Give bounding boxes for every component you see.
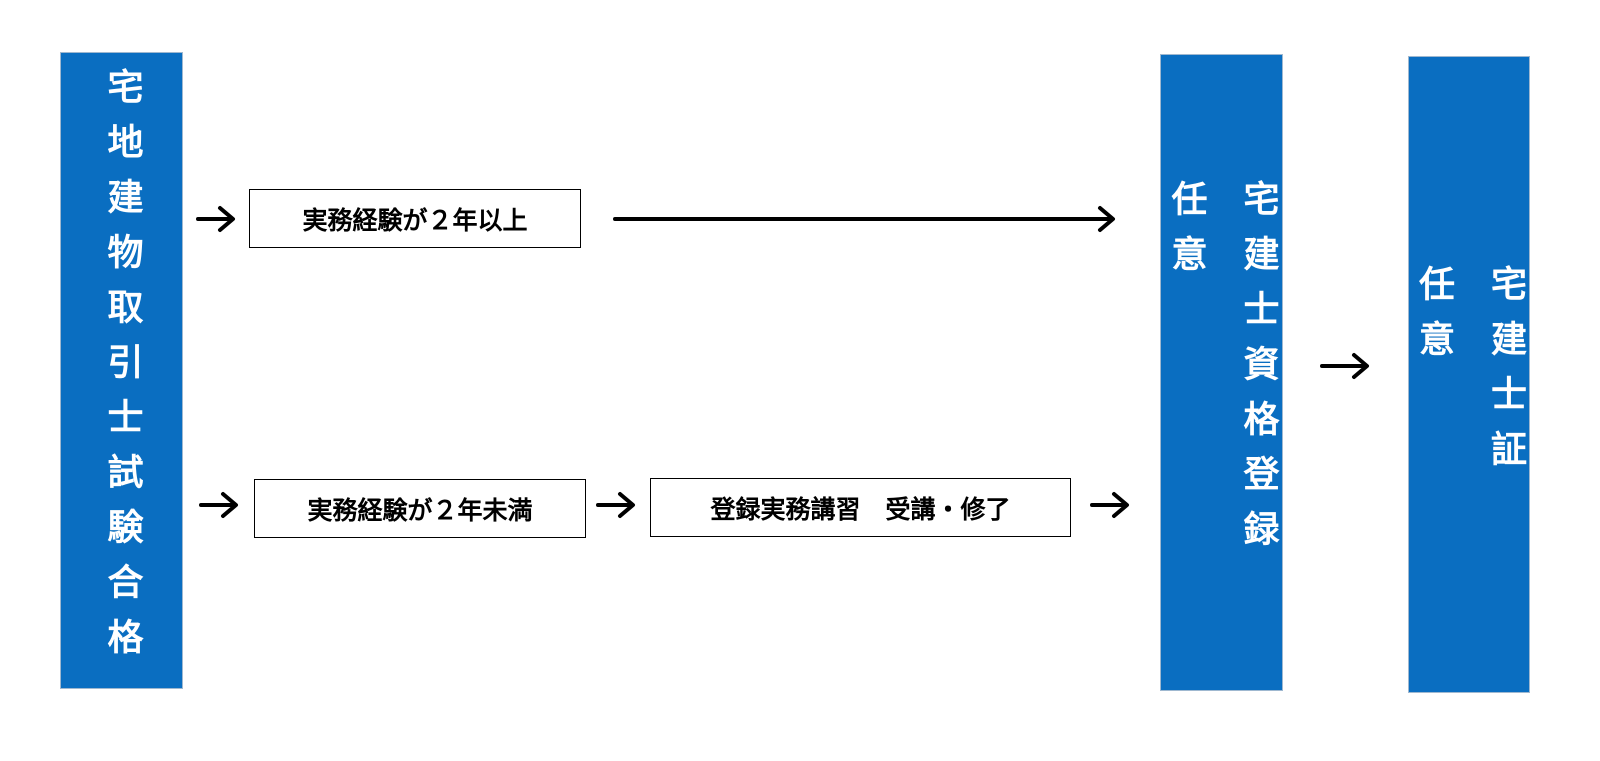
arrow-experience-over-to-registration <box>613 206 1115 232</box>
experience-over-2-years-box: 実務経験が２年以上 <box>249 189 581 248</box>
arrow-to-experience-over <box>196 206 235 232</box>
registration-course-label: 登録実務講習 受講・修了 <box>710 494 1011 524</box>
certificate-bar: 宅建士証 任意 <box>1408 56 1530 693</box>
registration-bar: 宅建士資格登録 任意 <box>1160 54 1283 691</box>
registration-label: 宅建士資格登録 任意 <box>1165 180 1279 565</box>
arrow-to-experience-under <box>199 492 238 518</box>
exam-pass-bar: 宅地建物取引士試験合格 <box>60 52 183 689</box>
certificate-label: 宅建士証 任意 <box>1413 264 1526 485</box>
arrow-registration-to-certificate <box>1320 353 1369 379</box>
arrow-course-to-registration <box>1090 492 1129 518</box>
exam-pass-label: 宅地建物取引士試験合格 <box>101 68 143 673</box>
experience-under-label: 実務経験が２年未満 <box>307 495 533 525</box>
experience-over-label: 実務経験が２年以上 <box>302 205 528 235</box>
experience-under-2-years-box: 実務経験が２年未満 <box>254 479 586 538</box>
arrow-experience-under-to-course <box>596 492 635 518</box>
registration-course-box: 登録実務講習 受講・修了 <box>650 478 1071 537</box>
